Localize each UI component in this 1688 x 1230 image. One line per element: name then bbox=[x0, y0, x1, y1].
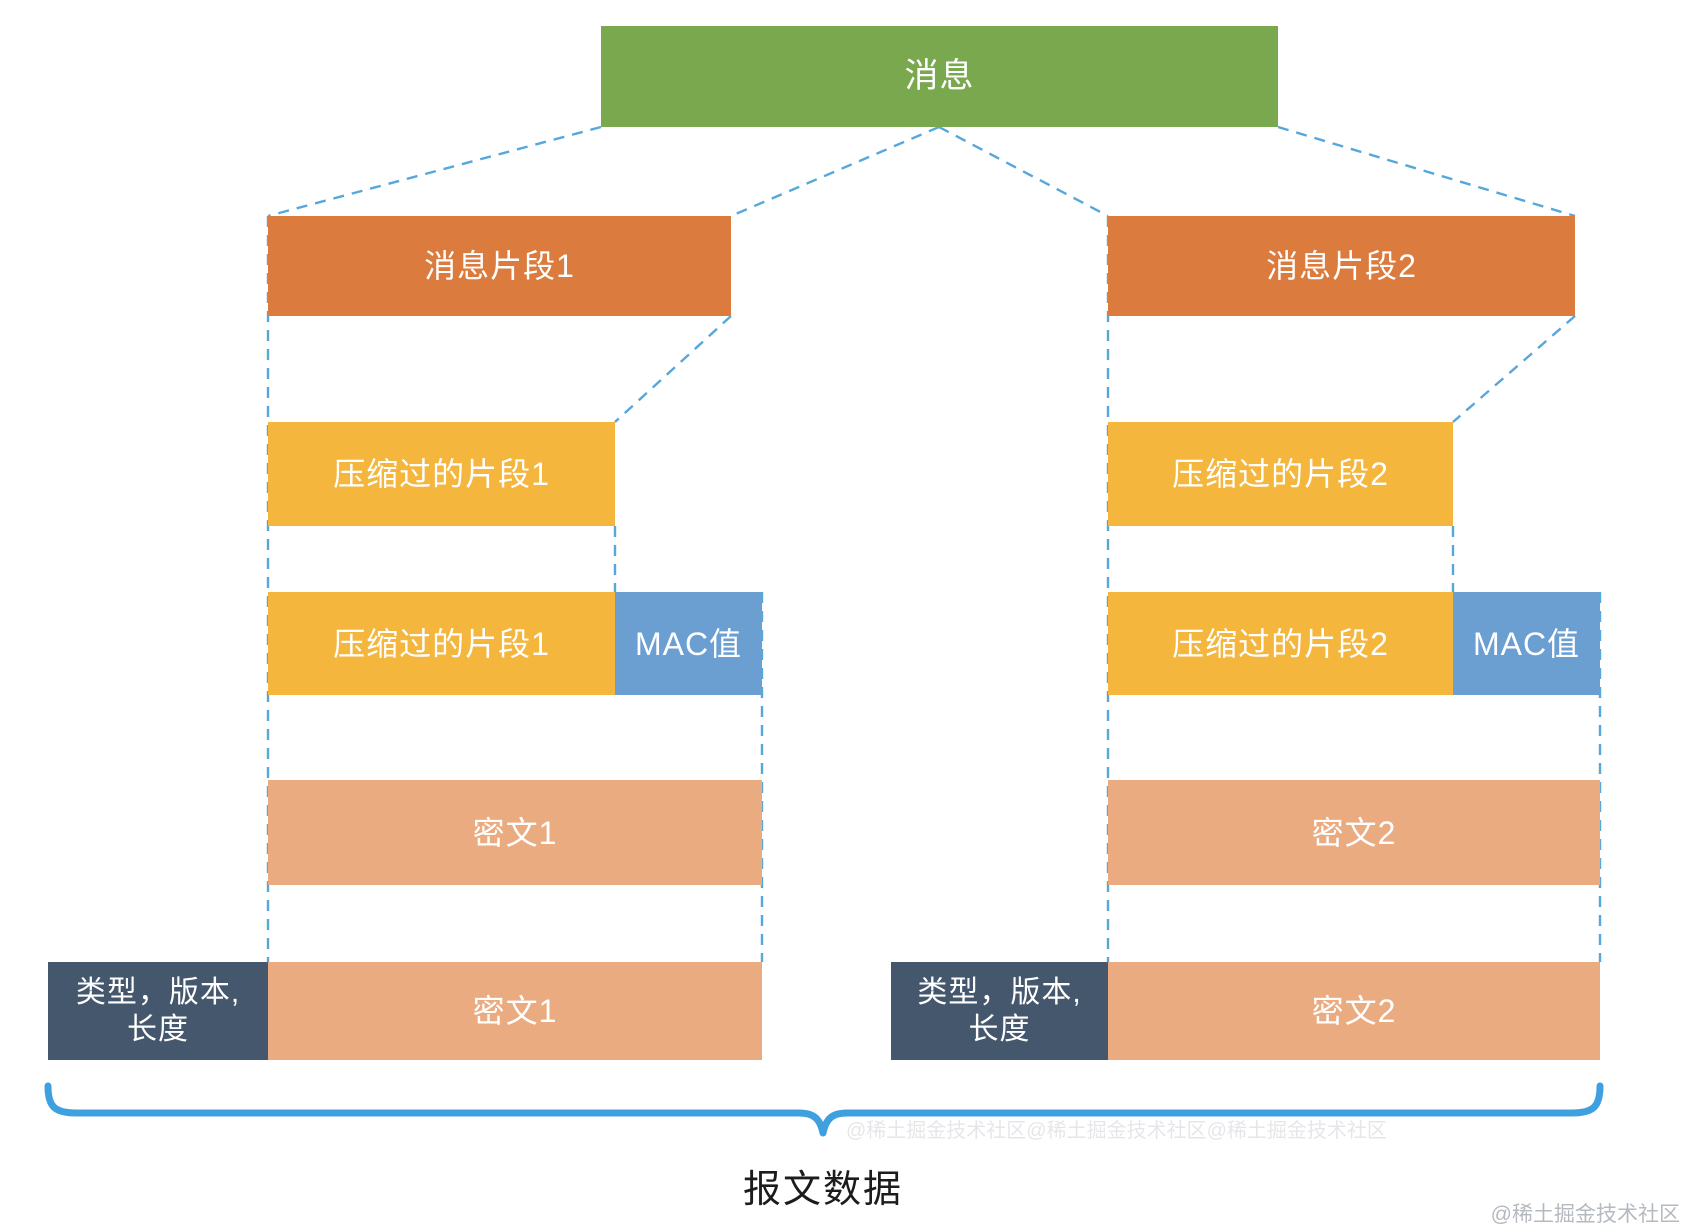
brace bbox=[44, 1082, 1604, 1137]
record-header2-line2: 长度 bbox=[968, 1013, 1031, 1046]
record-header2-line1: 类型，版本, bbox=[917, 975, 1082, 1009]
cipher1-bottom-box: 密文1 bbox=[268, 962, 762, 1060]
mac1-label: MAC值 bbox=[634, 625, 743, 662]
record-header2-box: 类型，版本, 长度 bbox=[891, 962, 1108, 1060]
mac2-box: MAC值 bbox=[1453, 592, 1600, 695]
compressed2-label: 压缩过的片段2 bbox=[1172, 456, 1389, 492]
compressed2-box: 压缩过的片段2 bbox=[1108, 422, 1453, 526]
cipher2-label: 密文2 bbox=[1311, 814, 1397, 851]
mac2-label: MAC值 bbox=[1472, 625, 1581, 662]
dashed-line-message-to-fragment2-left bbox=[938, 125, 1109, 218]
fragment1-label: 消息片段1 bbox=[424, 248, 575, 284]
dashed-line-message-to-fragment1-right bbox=[730, 125, 940, 218]
record-header1-label: 类型，版本, 长度 bbox=[76, 974, 240, 1049]
community-watermark: @稀土掘金技术社区 bbox=[1490, 1203, 1680, 1226]
record-header1-line1: 类型，版本, bbox=[75, 975, 241, 1009]
record-header2-label: 类型，版本, 长度 bbox=[917, 974, 1081, 1049]
compressed2-mac-label: 压缩过的片段2 bbox=[1172, 625, 1389, 662]
dashed-line-col2-shrink-diagonal bbox=[1452, 315, 1576, 423]
record-header1-line2: 长度 bbox=[127, 1013, 189, 1046]
cipher1-bottom-label: 密文1 bbox=[472, 993, 558, 1029]
tiled-watermark-text: @稀土掘金技术社区@稀土掘金技术社区@稀土掘金技术社区 bbox=[846, 1120, 1387, 1142]
dashed-line-message-to-fragment1-left bbox=[267, 125, 602, 218]
compressed1-label: 压缩过的片段1 bbox=[333, 456, 550, 492]
cipher1-label: 密文1 bbox=[472, 814, 558, 851]
dashed-line-message-to-fragment2-right bbox=[1277, 125, 1576, 218]
cipher1-box: 密文1 bbox=[268, 780, 762, 885]
compressed1-mac-box: 压缩过的片段1 bbox=[268, 592, 615, 695]
brace-caption: 报文数据 bbox=[742, 1169, 903, 1211]
cipher2-box: 密文2 bbox=[1108, 780, 1600, 885]
record-header1-box: 类型，版本, 长度 bbox=[48, 962, 268, 1060]
cipher2-bottom-label: 密文2 bbox=[1311, 993, 1397, 1029]
dashed-line-col1-shrink-diagonal bbox=[614, 315, 732, 423]
compressed1-mac-label: 压缩过的片段1 bbox=[333, 625, 550, 662]
cipher2-bottom-box: 密文2 bbox=[1108, 962, 1600, 1060]
message-box: 消息 bbox=[601, 26, 1278, 127]
fragment2-label: 消息片段2 bbox=[1266, 248, 1417, 284]
mac1-box: MAC值 bbox=[615, 592, 762, 695]
compressed2-mac-box: 压缩过的片段2 bbox=[1108, 592, 1453, 695]
fragment2-box: 消息片段2 bbox=[1108, 216, 1575, 316]
message-label: 消息 bbox=[904, 57, 975, 96]
fragment1-box: 消息片段1 bbox=[268, 216, 731, 316]
compressed1-box: 压缩过的片段1 bbox=[268, 422, 615, 526]
